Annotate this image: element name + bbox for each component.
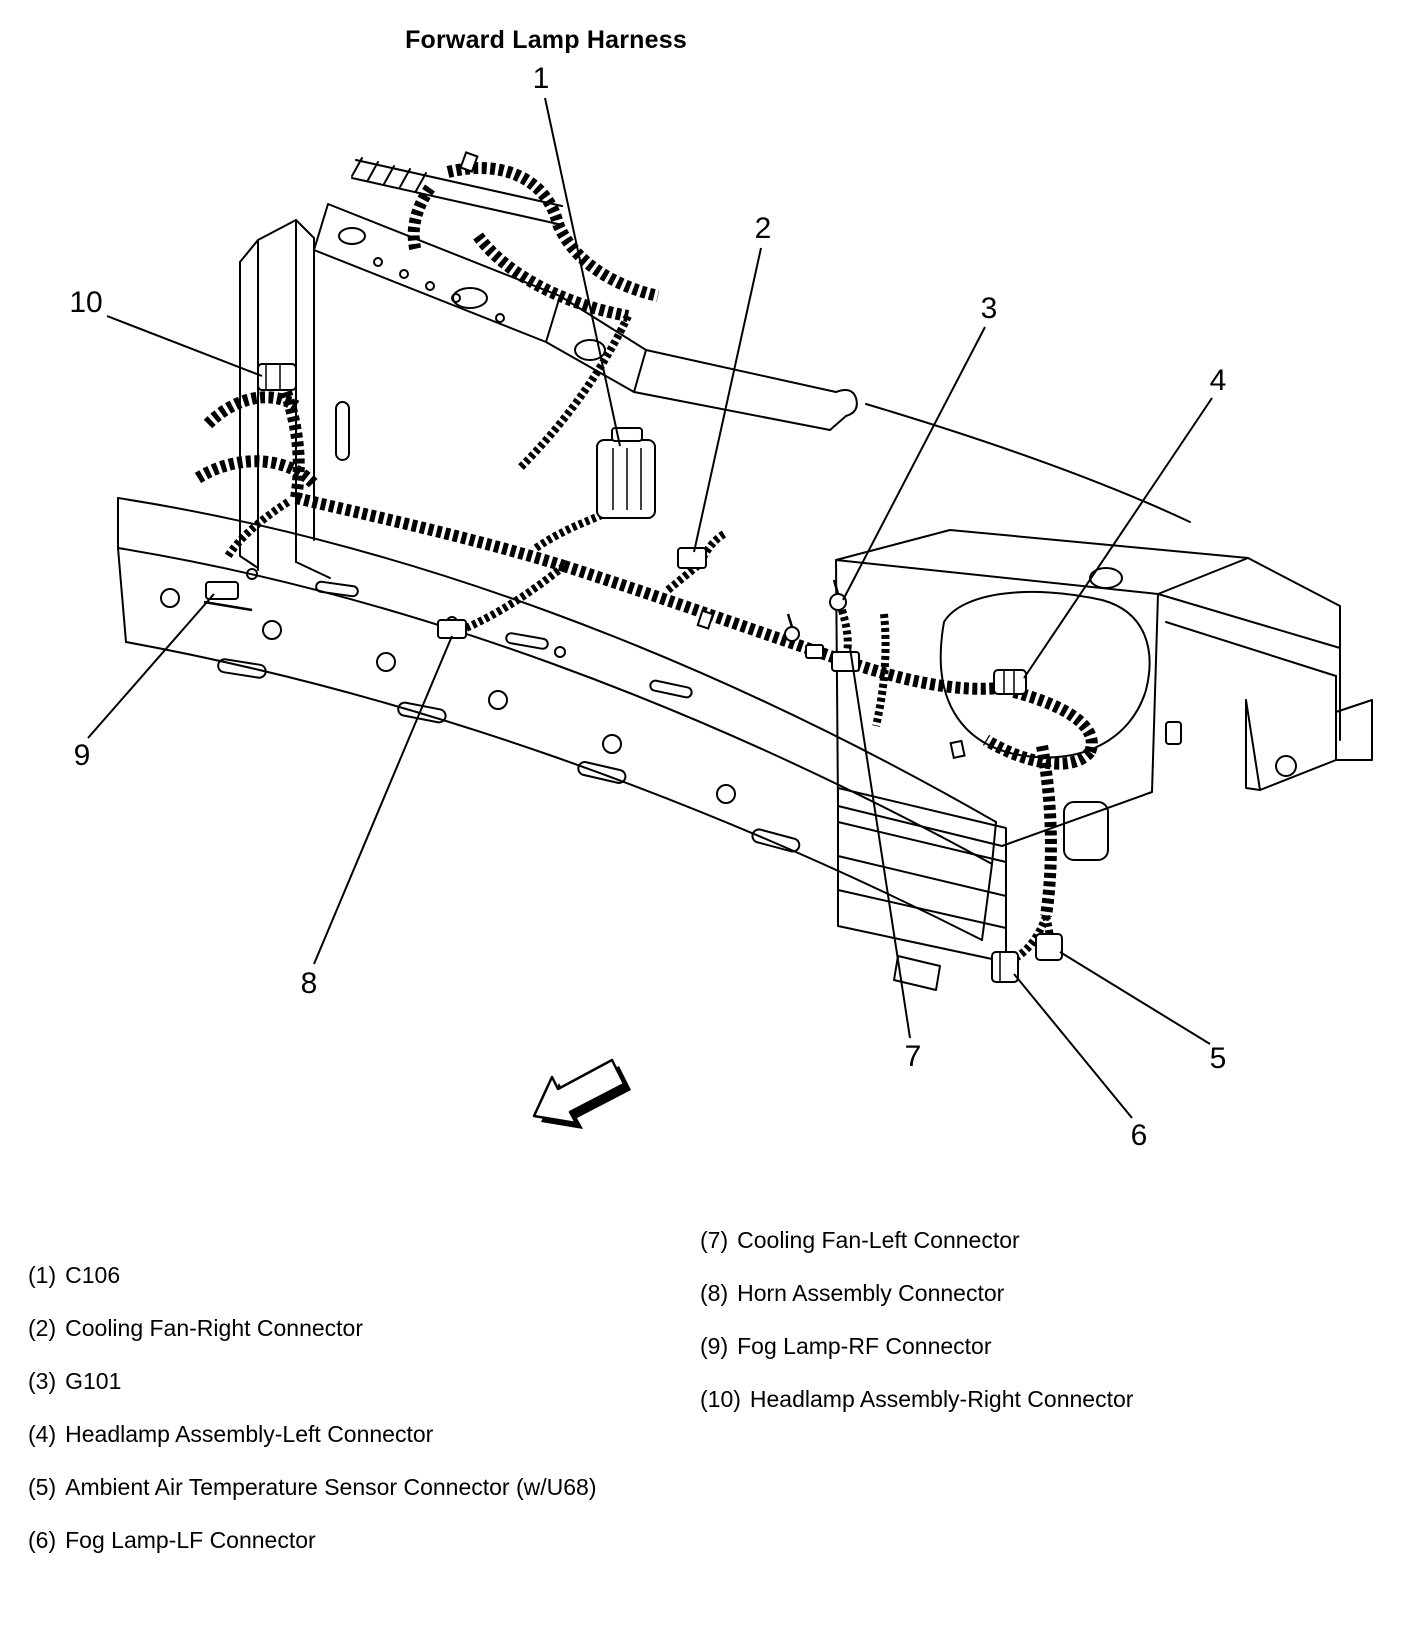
legend-num: (4) bbox=[28, 1421, 57, 1447]
callout-5: 5 bbox=[1209, 1042, 1227, 1075]
leader-line-6 bbox=[1013, 973, 1133, 1119]
legend-label: C106 bbox=[65, 1262, 121, 1288]
leader-line-9 bbox=[87, 593, 215, 739]
connector-cooling-fan-right bbox=[677, 547, 707, 569]
connector-headlamp-right bbox=[257, 363, 297, 391]
legend-num: (9) bbox=[700, 1333, 729, 1359]
legend-label: Fog Lamp-RF Connector bbox=[737, 1333, 992, 1359]
right-frame-structure bbox=[835, 529, 1373, 861]
legend-num: (8) bbox=[700, 1280, 729, 1306]
legend-label: Horn Assembly Connector bbox=[737, 1280, 1005, 1306]
legend-label: Headlamp Assembly-Right Connector bbox=[749, 1386, 1134, 1412]
legend-item-2: (2) Cooling Fan-Right Connector bbox=[28, 1315, 363, 1342]
callout-6: 6 bbox=[1130, 1119, 1148, 1152]
leader-lines bbox=[87, 97, 1213, 1119]
legend-num: (5) bbox=[28, 1474, 57, 1500]
connector-headlamp-left bbox=[993, 669, 1027, 695]
callout-2: 2 bbox=[754, 212, 772, 245]
bumper-beam bbox=[117, 497, 997, 941]
legend-label: G101 bbox=[65, 1368, 122, 1394]
legend-label: Cooling Fan-Right Connector bbox=[65, 1315, 364, 1341]
connector-fog-lamp-lf bbox=[991, 951, 1019, 983]
legend-num: (10) bbox=[700, 1386, 741, 1412]
legend-num: (3) bbox=[28, 1368, 57, 1394]
legend-num: (1) bbox=[28, 1262, 57, 1288]
legend-item-9: (9) Fog Lamp-RF Connector bbox=[700, 1333, 992, 1360]
legend-label: Fog Lamp-LF Connector bbox=[65, 1527, 316, 1553]
connector-horn bbox=[437, 619, 467, 639]
connector-c106 bbox=[596, 427, 656, 519]
direction-arrow bbox=[532, 1058, 631, 1129]
diagram-title: Forward Lamp Harness bbox=[405, 26, 687, 54]
legend-num: (6) bbox=[28, 1527, 57, 1553]
callout-3: 3 bbox=[980, 292, 998, 325]
callout-4: 4 bbox=[1209, 364, 1227, 397]
legend-item-10: (10) Headlamp Assembly-Right Connector bbox=[700, 1386, 1133, 1413]
leader-line-4 bbox=[1023, 397, 1213, 679]
connector-ambient-air-temp bbox=[1035, 933, 1063, 961]
legend-item-3: (3) G101 bbox=[28, 1368, 121, 1395]
leader-line-2 bbox=[693, 247, 762, 553]
callout-9: 9 bbox=[73, 739, 91, 772]
legend-item-8: (8) Horn Assembly Connector bbox=[700, 1280, 1004, 1307]
legend-label: Ambient Air Temperature Sensor Connector… bbox=[65, 1474, 597, 1500]
harness-tubes bbox=[194, 162, 1098, 917]
harness-clips bbox=[459, 151, 966, 760]
callout-1: 1 bbox=[532, 62, 550, 95]
leader-line-8 bbox=[313, 635, 453, 965]
leader-line-7 bbox=[849, 647, 911, 1039]
legend-item-5: (5) Ambient Air Temperature Sensor Connec… bbox=[28, 1474, 597, 1501]
connectors bbox=[203, 151, 1063, 983]
legend-num: (7) bbox=[700, 1227, 729, 1253]
legend-label: Cooling Fan-Left Connector bbox=[737, 1227, 1020, 1253]
leader-line-5 bbox=[1059, 951, 1211, 1045]
ground-g101 bbox=[784, 579, 847, 642]
leader-line-3 bbox=[842, 326, 986, 601]
legend-item-7: (7) Cooling Fan-Left Connector bbox=[700, 1227, 1020, 1254]
harness-branches bbox=[224, 314, 1055, 964]
leader-line-10 bbox=[106, 315, 263, 377]
callout-10: 10 bbox=[69, 286, 103, 319]
legend-num: (2) bbox=[28, 1315, 57, 1341]
legend-item-1: (1) C106 bbox=[28, 1262, 120, 1289]
legend-item-4: (4) Headlamp Assembly-Left Connector bbox=[28, 1421, 433, 1448]
lower-bumper-section bbox=[837, 787, 1007, 991]
callout-8: 8 bbox=[300, 967, 318, 1000]
legend-item-6: (6) Fog Lamp-LF Connector bbox=[28, 1527, 316, 1554]
leader-line-1 bbox=[544, 97, 621, 447]
legend-label: Headlamp Assembly-Left Connector bbox=[65, 1421, 434, 1447]
callout-7: 7 bbox=[904, 1040, 922, 1073]
harness-diagram bbox=[87, 97, 1373, 1129]
